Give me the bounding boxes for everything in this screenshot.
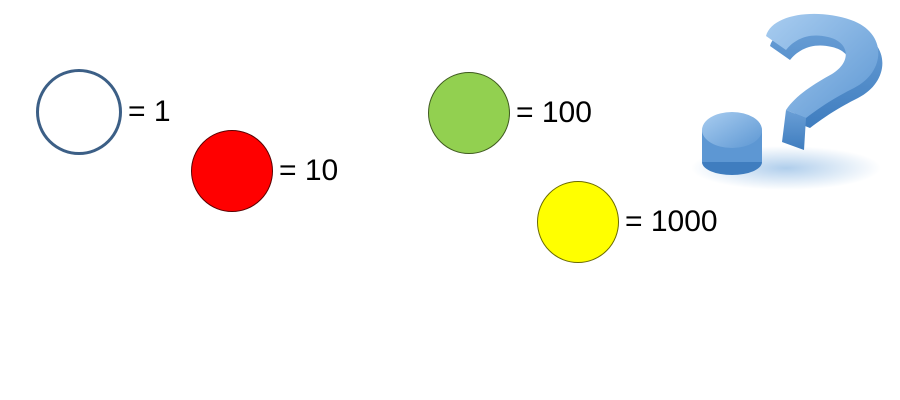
red-circle-icon: [191, 130, 273, 212]
legend-label-tens: = 10: [279, 154, 338, 188]
legend-label-ones: = 1: [128, 95, 171, 129]
legend-item-tens: = 10: [191, 130, 338, 212]
question-mark-icon: [646, 0, 900, 205]
yellow-circle-icon: [537, 181, 619, 263]
legend-label-hundreds: = 100: [516, 96, 592, 130]
legend-label-thousands: = 1000: [625, 205, 718, 239]
legend-item-hundreds: = 100: [428, 72, 592, 154]
green-circle-icon: [428, 72, 510, 154]
legend-item-ones: = 1: [36, 69, 171, 155]
white-circle-icon: [36, 69, 122, 155]
